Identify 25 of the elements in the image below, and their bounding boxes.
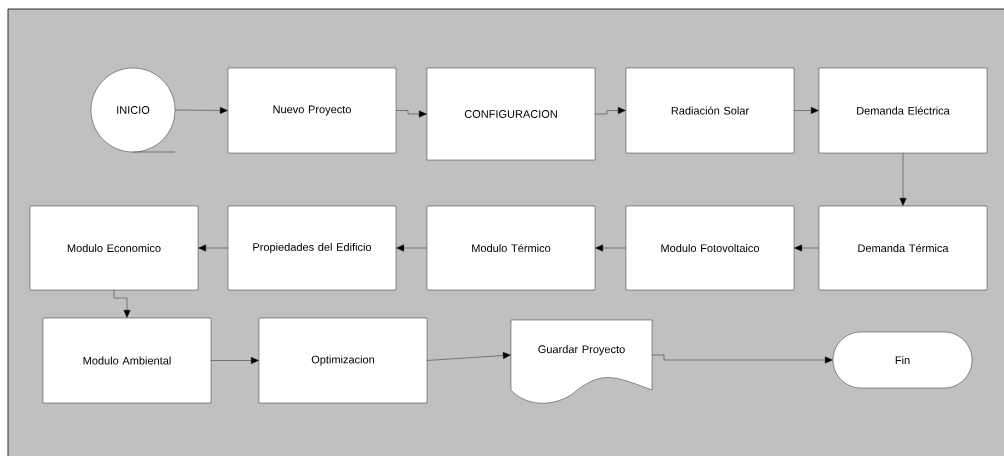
arrow (113, 289, 131, 318)
process-box: Propiedades del Edificio (227, 205, 397, 291)
process-box: Modulo Economico (29, 205, 199, 291)
arrow (595, 244, 627, 252)
arrow (794, 244, 820, 252)
arrow (651, 354, 833, 364)
end-terminal: Fin (832, 331, 973, 389)
arrow (899, 152, 907, 206)
arrow (396, 244, 428, 252)
arrow (174, 107, 228, 114)
process-box: Demanda Térmica (818, 205, 988, 291)
arrow (210, 357, 259, 364)
arrow (198, 244, 229, 252)
process-box: Modulo Fotovoltaico (625, 205, 795, 291)
process-box: Optimizacion (258, 317, 428, 404)
process-box: Radiación Solar (625, 67, 795, 154)
arrow (426, 352, 511, 361)
process-box: Demanda Eléctrica (818, 67, 988, 154)
process-box: Nuevo Proyecto (227, 67, 397, 154)
process-box: Modulo Ambiental (42, 317, 212, 404)
arrow (793, 107, 819, 114)
arrow (395, 110, 427, 118)
process-box: CONFIGURACION (426, 67, 596, 161)
process-box: Modulo Térmico (426, 205, 596, 291)
arrow (594, 107, 626, 115)
